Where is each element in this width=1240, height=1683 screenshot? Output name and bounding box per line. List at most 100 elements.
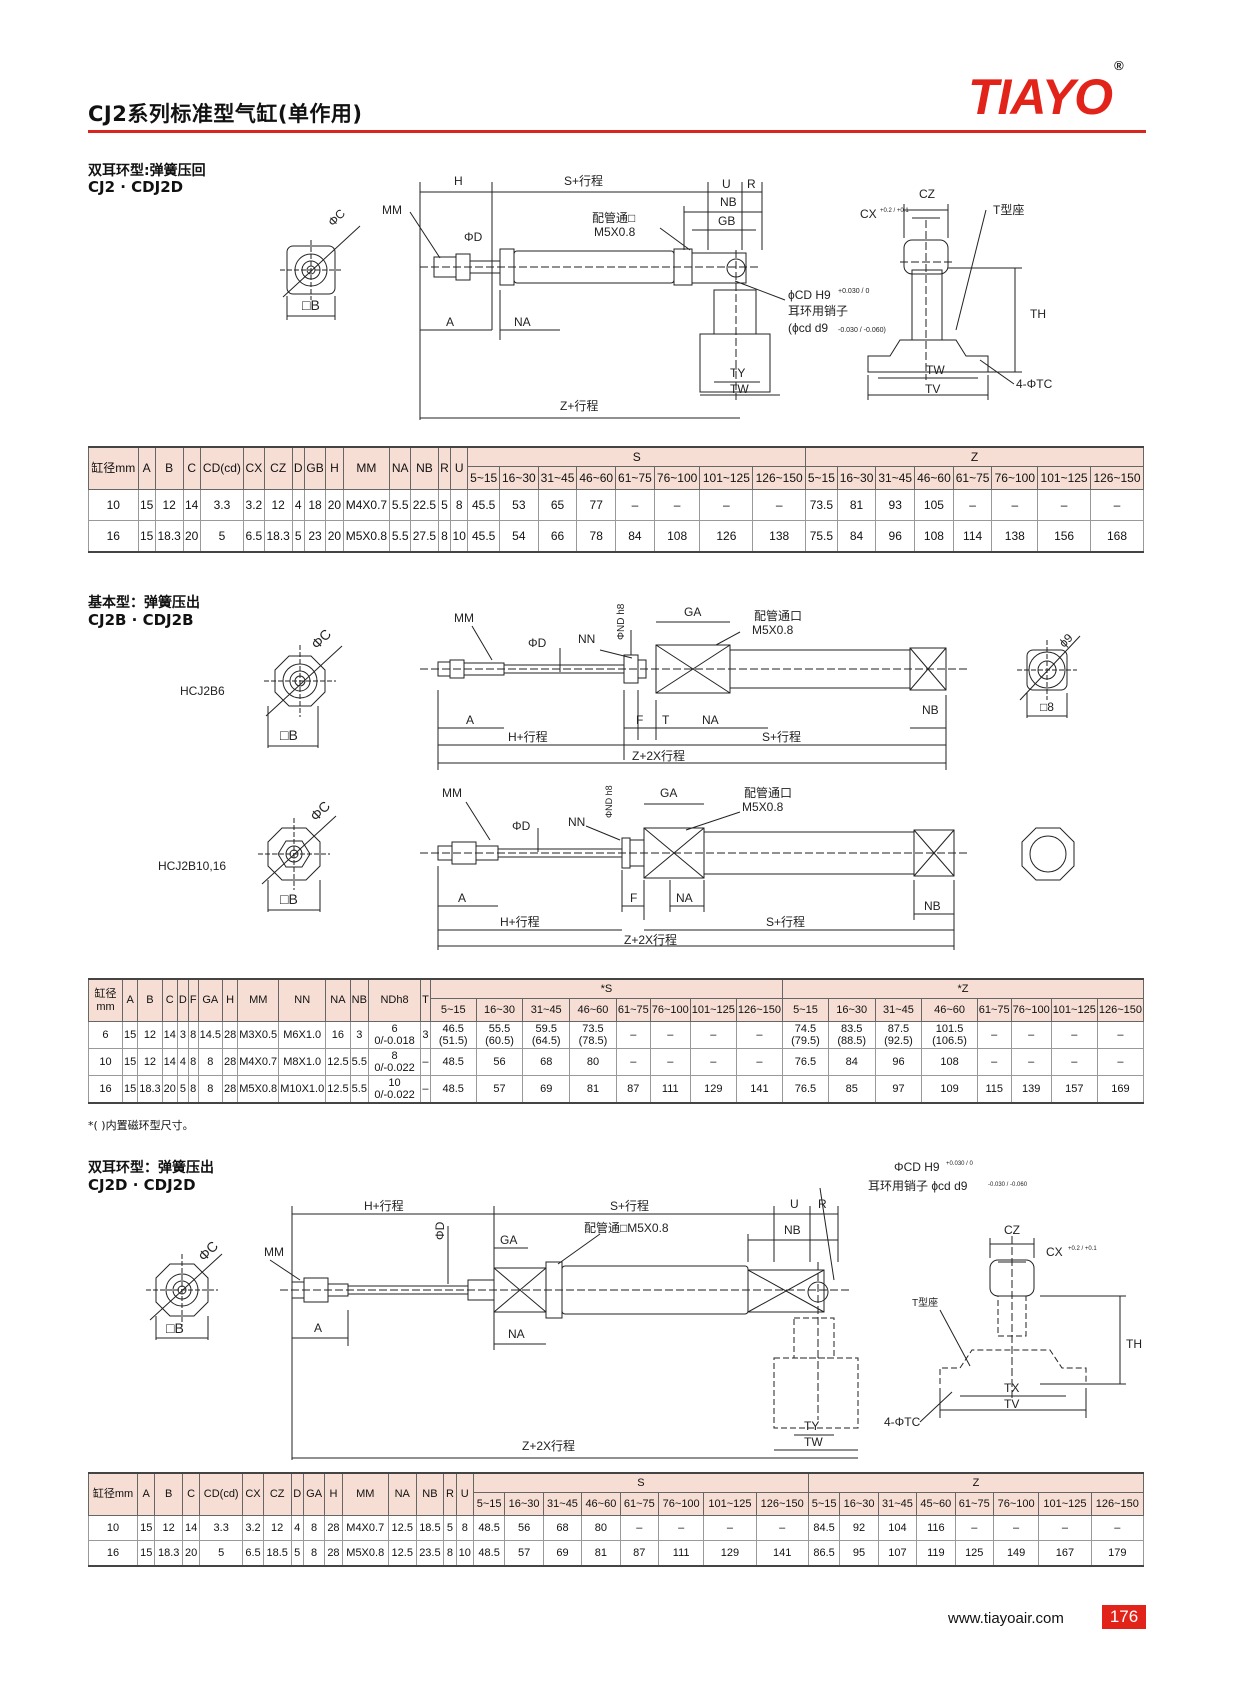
table-cell: 75.5 [805, 520, 838, 553]
d3-f-label: F [630, 891, 637, 905]
table-cell: 95 [839, 1540, 879, 1567]
logo-text: TIAYO [968, 69, 1113, 125]
stroke-range-header: 46~60 [914, 466, 954, 490]
table-cell: 10 0/-0.022 [367, 1075, 422, 1104]
d1-th-label: TH [1030, 307, 1046, 321]
d2-a-label: A [466, 713, 474, 727]
col-header: NA [325, 978, 351, 1022]
col-header: H [222, 978, 239, 1022]
table-cell: 14 [182, 489, 201, 521]
stroke-range-header: 76~100 [653, 466, 701, 490]
col-header: NB [349, 978, 369, 1022]
table-cell: – [976, 1048, 1012, 1076]
table-cell: 96 [874, 1048, 923, 1076]
table-cell: – [615, 1048, 651, 1076]
table-cell: 115 [976, 1075, 1012, 1104]
d1-tv-label: TV [925, 382, 940, 396]
table-cell: 138 [752, 520, 807, 553]
d2-model-label: HCJ2B6 [180, 684, 225, 698]
d3-phid-label: ΦD [512, 819, 531, 833]
d1-end-view [280, 225, 361, 320]
d2-s-label: S+行程 [762, 729, 801, 744]
d1-ty-label: TY [730, 366, 745, 380]
table-cell: 28 [222, 1075, 239, 1104]
section3-model: CJ2D · CDJ2D [88, 1176, 196, 1194]
d4-b-label: □B [166, 1320, 184, 1336]
table-cell: 8 [450, 489, 469, 521]
table-cell: 28 [324, 1515, 343, 1541]
table-cell: – [1050, 1021, 1098, 1049]
table-cell: 179 [1090, 1540, 1145, 1567]
d4-bracket-view [919, 1236, 1126, 1423]
table-cell: 96 [875, 520, 916, 553]
table-cell: – [649, 1021, 691, 1049]
table-cell: 97 [874, 1075, 923, 1104]
d4-z-label: Z+2X行程 [522, 1438, 575, 1453]
d1-phic-label: ΦC [325, 206, 348, 229]
table-cell: 168 [1089, 520, 1145, 553]
stroke-range-header: 61~75 [954, 1492, 994, 1516]
section1-model: CJ2 · CDJ2D [88, 178, 184, 196]
stroke-range-header: 61~75 [952, 466, 993, 490]
table-cell: 15 [137, 1540, 156, 1567]
d2-nb-label: NB [922, 703, 939, 717]
d2-b8-label: □8 [1040, 700, 1054, 714]
table-cell: 48.5 [472, 1540, 506, 1567]
col-header: CX [243, 446, 265, 490]
col-header: F [187, 978, 199, 1022]
table-cell: 65 [537, 489, 578, 521]
table-cell: 28 [222, 1048, 239, 1076]
table-cell: – [1090, 1515, 1145, 1541]
d1-phid-label: ΦD [464, 230, 483, 244]
group-header-s: S [472, 1472, 809, 1493]
table-cell: 111 [657, 1540, 705, 1567]
table-cell: – [952, 489, 993, 521]
d4-cd-label: ΦCD H9 [894, 1160, 940, 1174]
table-cell: 59.5 (64.5) [522, 1021, 571, 1049]
table-cell: 15 [137, 489, 156, 521]
table-cell: 10 [87, 1515, 139, 1541]
d1-cylinder [420, 248, 771, 400]
table-cell: – [689, 1048, 737, 1076]
stroke-range-header: 16~30 [499, 466, 539, 490]
table-cell: M4X0.7 [341, 1515, 389, 1541]
col-header: CX [242, 1472, 264, 1516]
table-cell: – [976, 1021, 1012, 1049]
table-cell: 14.5 [197, 1021, 224, 1049]
table-cell: 69 [522, 1075, 571, 1104]
d1-cd2-label: (ϕcd d9 [788, 321, 828, 335]
stroke-range-header: 5~15 [782, 998, 829, 1022]
table-cell: 119 [916, 1540, 956, 1567]
d3-end-view [258, 815, 337, 912]
group-header-s: S [467, 446, 807, 467]
table-cell: 85 [827, 1075, 876, 1104]
d1-u-label: U [722, 177, 731, 191]
table-cell: 12 [154, 1515, 183, 1541]
col-header: A [137, 446, 156, 490]
section3-title: 双耳环型：弹簧压出 [88, 1160, 214, 1176]
table-cell: 48.5 [472, 1515, 506, 1541]
table-cell: 3 [420, 1021, 431, 1049]
table-cell: 87 [619, 1540, 660, 1567]
table-cell: 84 [836, 520, 877, 553]
table-cell: M4X0.7 [237, 1048, 280, 1076]
d1-dims [409, 182, 786, 420]
table-cell: 12 [262, 1515, 292, 1541]
table-cell: 20 [161, 1075, 178, 1104]
d1-tseat-label: T型座 [993, 202, 1024, 217]
d4-tseat-label: T型座 [912, 1296, 938, 1309]
table-cell: – [1010, 1048, 1052, 1076]
table-cell: – [755, 1515, 809, 1541]
table-cell: 3.3 [199, 489, 245, 521]
table-cell: 57 [475, 1075, 524, 1104]
d1-h-label: H [454, 174, 463, 188]
table-cell: 18.5 [262, 1540, 292, 1567]
table-cell: 125 [954, 1540, 994, 1567]
table-cell: 68 [542, 1515, 583, 1541]
table-cell: 57 [504, 1540, 544, 1567]
table-cell: 18.3 [154, 1540, 183, 1567]
footer-url: www.tiayoair.com [948, 1610, 1064, 1627]
stroke-range-header: 126~150 [1096, 998, 1145, 1022]
